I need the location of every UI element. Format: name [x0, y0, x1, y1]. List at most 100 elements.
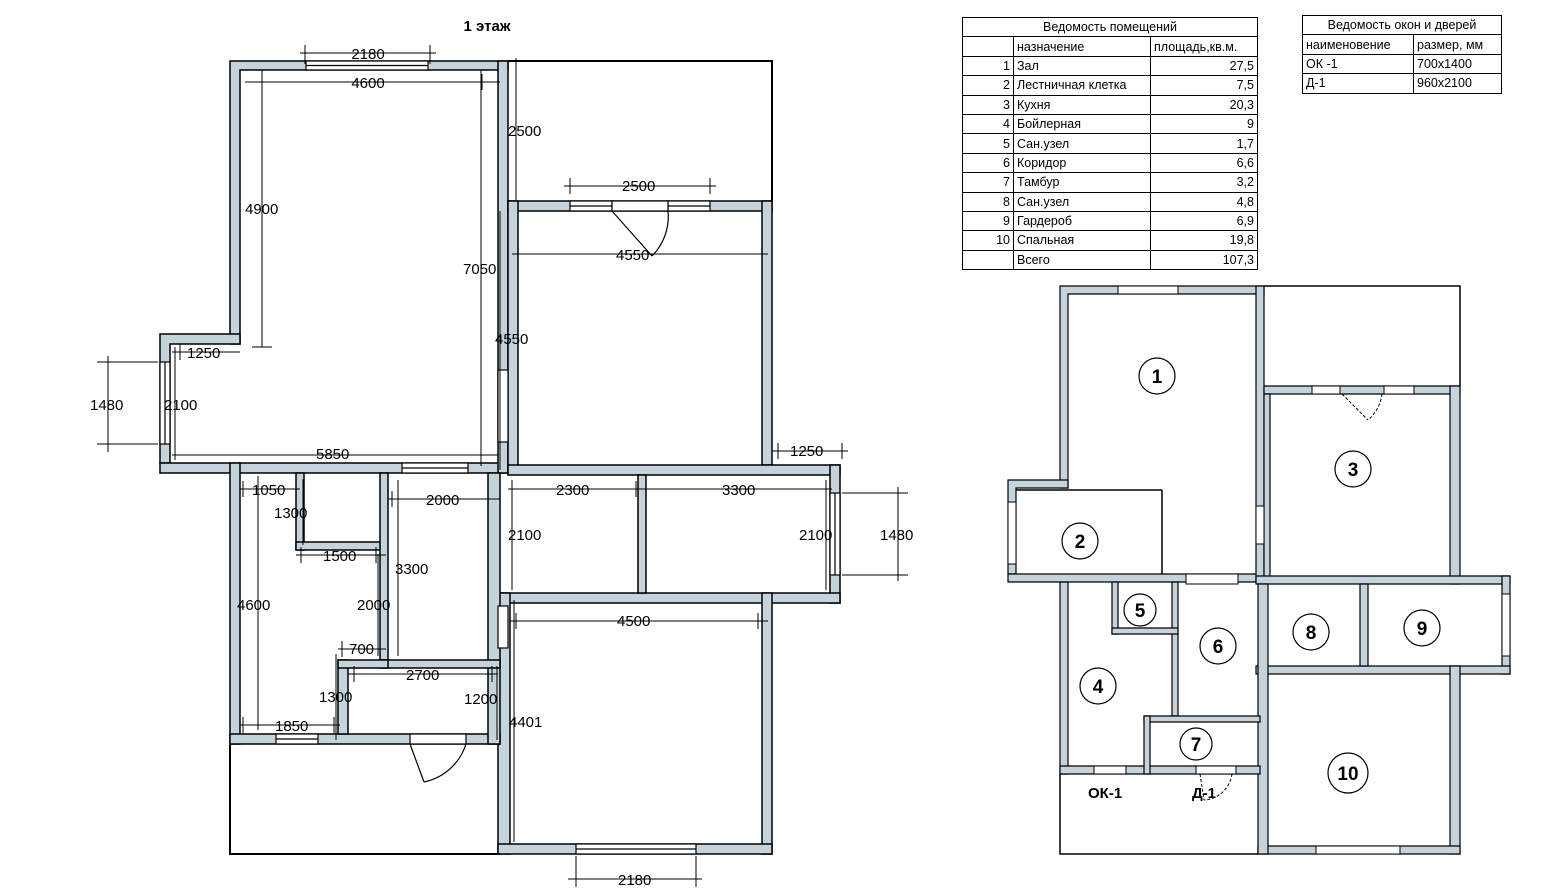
dim-label: 1480 [880, 527, 913, 544]
room-number: 10 [1337, 764, 1358, 785]
room-name-cell: Зал [1013, 55, 1151, 77]
room-marker-circle [1061, 522, 1099, 560]
room-markers [1061, 357, 1441, 794]
room-number-cell: 5 [962, 133, 1014, 154]
openings-schedule-table: Ведомость окон и дверей наименовение раз… [1302, 14, 1502, 94]
room-area-cell: 9 [1150, 113, 1258, 135]
room-area-cell: 1,7 [1150, 133, 1258, 154]
room-marker-circle [1292, 613, 1330, 651]
outer-contour [229, 60, 773, 855]
dim-label: 4550 [616, 247, 649, 264]
room-number: 6 [1213, 637, 1224, 658]
plan-title: 1 этаж [464, 18, 511, 35]
dim-label: 1250 [187, 345, 220, 362]
room-marker-circle [1199, 627, 1237, 665]
room-number: 5 [1135, 601, 1146, 622]
room-name-cell: Гардероб [1013, 210, 1151, 232]
key-plan-doors [1199, 393, 1383, 801]
room-marker-circle [1334, 450, 1372, 488]
room-number: 8 [1306, 623, 1317, 644]
opening-name-cell: Д-1 [1302, 73, 1414, 94]
dim-label: 4900 [245, 201, 278, 218]
dim-label: 2100 [799, 527, 832, 544]
dim-label: 1250 [790, 443, 823, 460]
room-name-cell: Сан.узел [1013, 191, 1151, 212]
dim-label: 1850 [275, 718, 308, 735]
column-header: площадь,кв.м. [1150, 36, 1258, 57]
room-marker-circle [1403, 609, 1441, 647]
dim-label: 4401 [509, 714, 542, 731]
room-name-cell: Сан.узел [1013, 133, 1151, 154]
dim-label: 2100 [508, 527, 541, 544]
opening-name-cell: ОК -1 [1302, 53, 1414, 75]
room-name-cell: Спальная [1013, 230, 1151, 251]
opening-size-cell: 700х1400 [1413, 53, 1502, 75]
dim-label: 7050 [463, 261, 496, 278]
room-area-cell: 7,5 [1150, 75, 1258, 96]
dim-label: 2180 [618, 872, 651, 889]
room-name-cell: Тамбур [1013, 172, 1151, 193]
room-area-cell: 20,3 [1150, 94, 1258, 115]
room-name-cell: Коридор [1013, 152, 1151, 174]
dim-label: 4550 [495, 331, 528, 348]
room-area-cell: 19,8 [1150, 230, 1258, 251]
room-number-cell [962, 249, 1014, 271]
room-number-cell: 10 [962, 230, 1014, 251]
room-number-cell: 7 [962, 172, 1014, 193]
room-name-cell: Бойлерная [1013, 113, 1151, 135]
room-marker-circle [1179, 727, 1213, 761]
room-area-cell: 6,9 [1150, 210, 1258, 232]
room-number-cell: 6 [962, 152, 1014, 174]
room-area-cell: 27,5 [1150, 55, 1258, 77]
dim-label: 3300 [395, 561, 428, 578]
dim-label: 4600 [351, 75, 384, 92]
opening-label-door: Д-1 [1192, 785, 1216, 802]
dim-label: 2100 [164, 397, 197, 414]
dim-label: 1050 [252, 482, 285, 499]
room-number: 4 [1093, 677, 1104, 698]
room-area-cell: 4,8 [1150, 191, 1258, 212]
dim-label: 4500 [617, 613, 650, 630]
room-number-cell: 8 [962, 191, 1014, 212]
room-number: 7 [1191, 735, 1202, 756]
dim-label: 2000 [357, 597, 390, 614]
room-numbers: 1 2 3 4 5 6 7 8 9 10 [1075, 367, 1428, 785]
room-marker-circle [1079, 667, 1117, 705]
table-header-row: наименовение размер, мм [1302, 34, 1502, 55]
dim-label: 1500 [323, 548, 356, 565]
table-header-row: назначение площадь,кв.м. [962, 36, 1258, 57]
dim-label: 3300 [722, 482, 755, 499]
room-number-cell: 4 [962, 113, 1014, 135]
total-label-cell: Всего [1013, 249, 1151, 271]
room-number-cell: 9 [962, 210, 1014, 232]
dim-label: 1300 [319, 689, 352, 706]
key-plan-outline [1016, 285, 1461, 855]
room-number: 3 [1348, 460, 1359, 481]
key-plan-walls [1007, 285, 1511, 855]
openings-schedule-title: Ведомость окон и дверей [1302, 14, 1502, 36]
room-name-cell: Лестничная клетка [1013, 75, 1151, 96]
dim-label: 2000 [426, 492, 459, 509]
rooms-schedule-title: Ведомость помещений [962, 16, 1258, 38]
dimension-lines [97, 45, 908, 887]
column-header [962, 36, 1014, 57]
room-marker-circle [1123, 593, 1157, 627]
dim-label: 1200 [464, 691, 497, 708]
room-marker-circle [1138, 357, 1176, 395]
room-name-cell: Кухня [1013, 94, 1151, 115]
dim-label: 2500 [508, 123, 541, 140]
room-number-cell: 2 [962, 75, 1014, 96]
dim-label: 4600 [237, 597, 270, 614]
dimension-labels: 2180 4600 2500 4900 7050 2500 4550 4550 … [90, 46, 913, 889]
dim-label: 5850 [316, 446, 349, 463]
